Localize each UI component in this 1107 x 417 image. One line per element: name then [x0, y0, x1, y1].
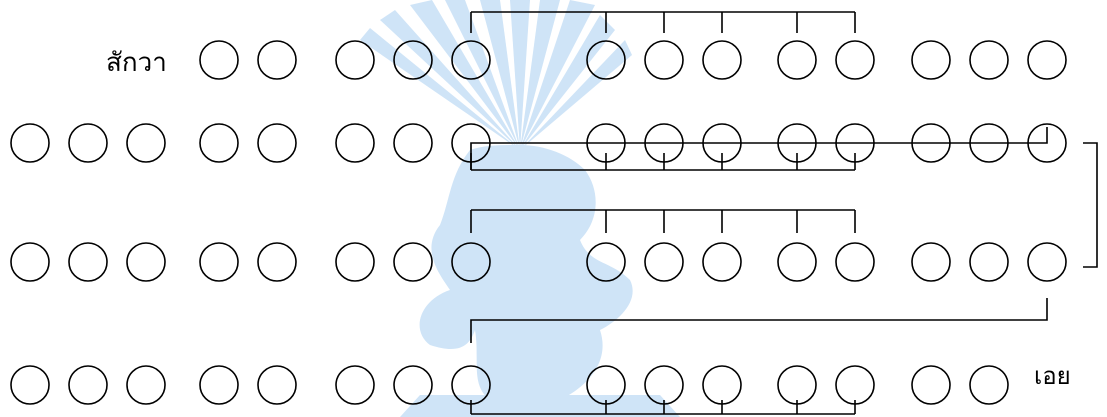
syllable-circle [11, 366, 49, 404]
syllable-circle [394, 366, 432, 404]
syllable-circle [127, 124, 165, 162]
syllable-circle [11, 124, 49, 162]
syllable-circle [970, 243, 1008, 281]
syllable-circle [778, 366, 816, 404]
syllable-circle [200, 243, 238, 281]
syllable-circle [703, 41, 741, 79]
syllable-circle [127, 366, 165, 404]
syllable-circle [703, 243, 741, 281]
syllable-circle [1028, 41, 1066, 79]
syllable-circle [836, 366, 874, 404]
syllable-circle [127, 243, 165, 281]
syllable-circle [336, 41, 374, 79]
syllable-circle [69, 366, 107, 404]
syllable-circle [394, 124, 432, 162]
syllable-circle [200, 366, 238, 404]
syllable-circle [336, 243, 374, 281]
watermark-figure [420, 145, 633, 408]
syllable-circle [836, 243, 874, 281]
syllable-circle [912, 366, 950, 404]
syllable-circle [258, 366, 296, 404]
syllable-circle [1028, 243, 1066, 281]
syllable-circle [970, 41, 1008, 79]
syllable-circle [69, 124, 107, 162]
syllable-circle [11, 243, 49, 281]
syllable-circle [200, 124, 238, 162]
closing-word-label: เอย [1034, 364, 1071, 388]
syllable-circle [258, 41, 296, 79]
syllable-circle [200, 41, 238, 79]
watermark-emblem [360, 0, 680, 417]
syllable-circle [836, 41, 874, 79]
syllable-circle [912, 41, 950, 79]
syllable-circle [394, 243, 432, 281]
syllable-circle [645, 41, 683, 79]
opening-word-label: สักวา [106, 50, 167, 76]
syllable-circle [69, 243, 107, 281]
syllable-circle [258, 243, 296, 281]
rhyme-link-side [1083, 143, 1097, 267]
syllable-circle [970, 366, 1008, 404]
syllable-circle [258, 124, 296, 162]
syllable-circle [336, 124, 374, 162]
syllable-circle [778, 243, 816, 281]
syllable-circle [703, 366, 741, 404]
syllable-circle [778, 41, 816, 79]
syllable-circle [912, 243, 950, 281]
syllable-circle [645, 366, 683, 404]
syllable-circle [336, 366, 374, 404]
syllable-circle [645, 243, 683, 281]
